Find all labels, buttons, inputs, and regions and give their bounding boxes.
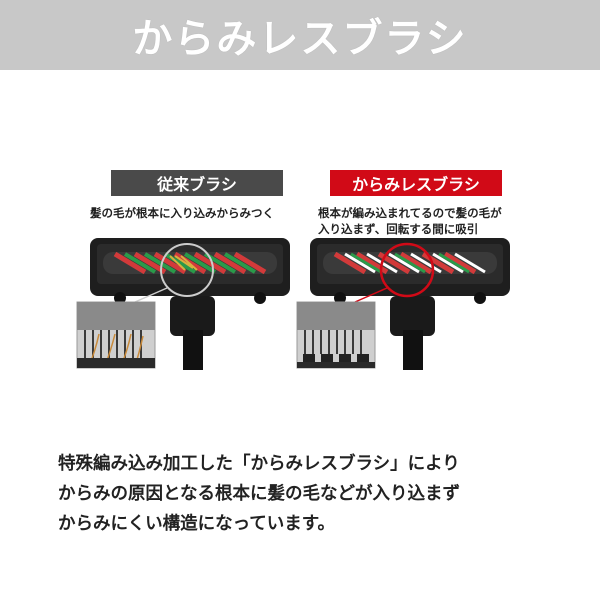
- tangle-free-brush-label: からみレスブラシ: [330, 170, 502, 196]
- tangle-free-caption-line1: 根本が編み込まれてるので髪の毛が: [318, 206, 502, 220]
- header-bar: からみレスブラシ: [0, 0, 600, 70]
- tangle-free-brush-caption: 根本が編み込まれてるので髪の毛が 入り込まず、回転する間に吸引: [318, 205, 548, 237]
- conventional-brush-label: 従来ブラシ: [111, 170, 283, 196]
- tangle-free-brush-image: [296, 238, 510, 370]
- description-line3: からみにくい構造になっています。: [58, 514, 336, 534]
- conventional-brush-caption: 髪の毛が根本に入り込みからみつく: [90, 206, 274, 220]
- conventional-brush-image: [76, 238, 290, 370]
- tangle-free-caption-line2: 入り込まず、回転する間に吸引: [318, 222, 479, 236]
- feature-description: 特殊編み込み加工した「からみレスブラシ」により からみの原因となる根本に髪の毛な…: [58, 449, 558, 539]
- description-line2: からみの原因となる根本に髪の毛などが入り込まず: [58, 484, 460, 504]
- page-title: からみレスブラシ: [132, 16, 468, 62]
- description-line1: 特殊編み込み加工した「からみレスブラシ」により: [58, 454, 460, 474]
